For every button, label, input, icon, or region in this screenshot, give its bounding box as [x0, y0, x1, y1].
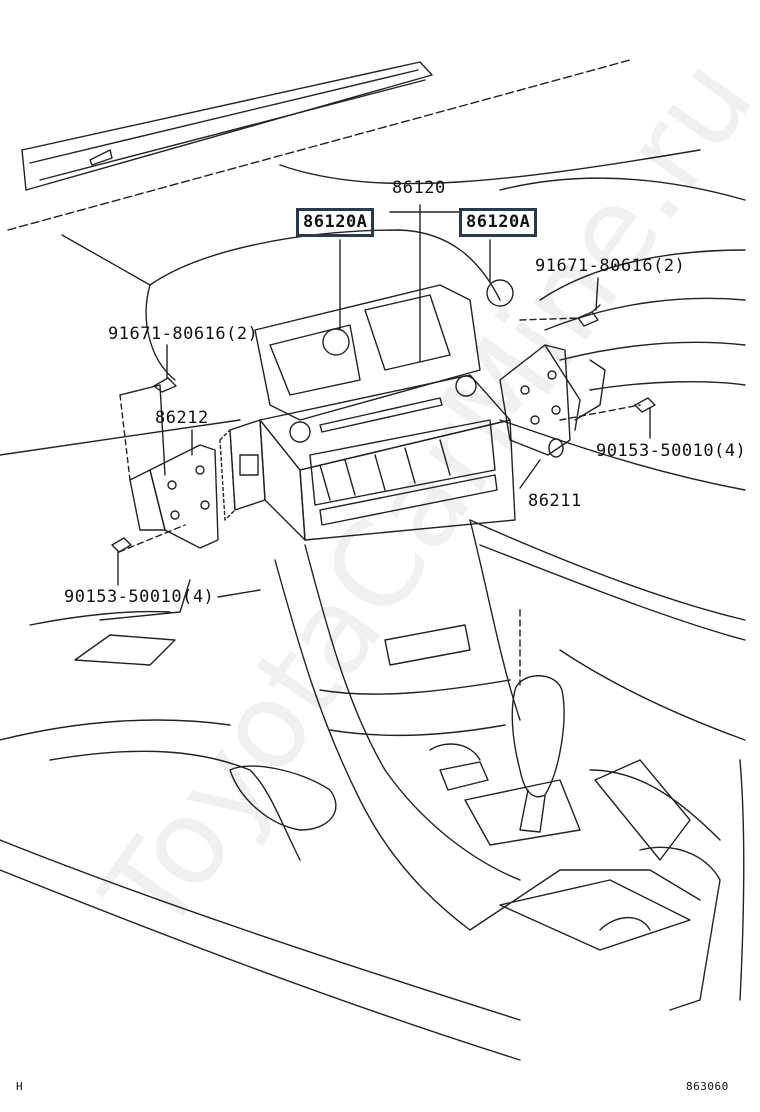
- leader-lines: [117, 204, 651, 598]
- label-90153-50010-left: 90153-50010(4): [64, 587, 215, 607]
- knob-parts: [322, 279, 514, 356]
- label-91671-80616-left: 91671-80616(2): [108, 324, 259, 344]
- label-90153-50010-right: 90153-50010(4): [596, 441, 747, 461]
- display-opening: [254, 284, 481, 421]
- label-86211: 86211: [528, 491, 582, 511]
- label-86212: 86212: [155, 408, 209, 428]
- right-bracket: [499, 344, 606, 458]
- center-console-outline: [0, 519, 745, 1061]
- fasteners: [111, 304, 656, 553]
- left-vent: [29, 579, 191, 666]
- audio-head-unit: [219, 374, 516, 541]
- footer-diagram-code: 863060: [686, 1080, 729, 1093]
- gear-shifter: [511, 609, 565, 833]
- label-91671-80616-right: 91671-80616(2): [535, 256, 686, 276]
- label-86120a-right: 86120A: [459, 208, 538, 237]
- dashboard-top-outline: [0, 59, 631, 456]
- left-bracket: [119, 384, 219, 549]
- label-86120a-left: 86120A: [296, 208, 375, 237]
- footer-left-code: H: [16, 1080, 24, 1093]
- label-86120: 86120: [392, 178, 446, 198]
